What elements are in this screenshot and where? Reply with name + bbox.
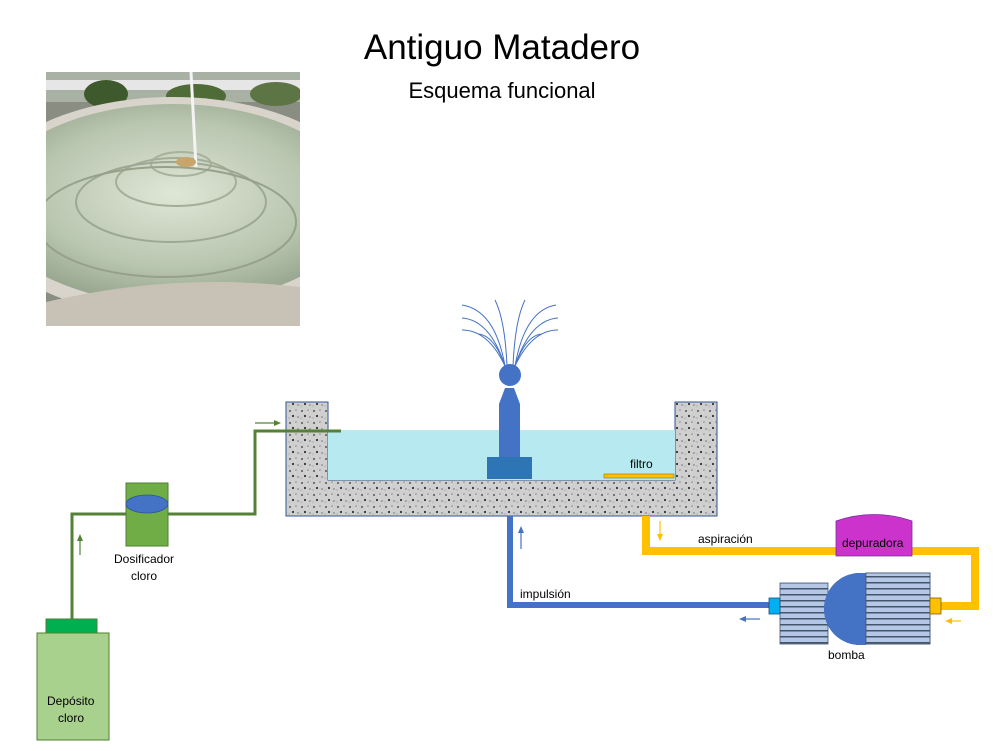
pump: bomba <box>768 572 942 662</box>
flow-arrow-pump-out <box>739 616 760 622</box>
depuradora-label: depuradora <box>842 536 904 550</box>
impulsion-pipe <box>507 516 770 608</box>
impulsion-label: impulsión <box>520 587 571 601</box>
aspiracion-label: aspiración <box>698 532 753 546</box>
flow-arrow-pump-in <box>945 618 961 624</box>
dosificador-label-2: cloro <box>131 569 157 583</box>
dosificador-label-1: Dosificador <box>114 552 174 566</box>
flow-arrow-chlorine-up <box>77 534 83 555</box>
page-subtitle: Esquema funcional <box>408 78 596 103</box>
fountain-photo <box>46 72 300 326</box>
dosificador-cloro: Dosificador cloro <box>114 482 174 583</box>
flow-arrow-aspiracion-down <box>657 521 663 541</box>
chlorine-pipe <box>70 429 341 619</box>
flow-arrow-impulsion-up <box>518 526 524 549</box>
fountain-nozzle <box>487 364 532 479</box>
page-title: Antiguo Matadero <box>363 28 641 67</box>
bomba-label: bomba <box>828 648 865 662</box>
deposito-label-1: Depósito <box>47 694 95 708</box>
filter <box>603 473 675 479</box>
water-jets <box>461 299 559 367</box>
depuradora: depuradora <box>835 514 913 557</box>
filtro-label: filtro <box>630 457 653 471</box>
deposito-cloro: Depósito cloro <box>36 618 110 741</box>
aspiracion-pipe <box>642 516 979 610</box>
flow-arrow-chlorine-right <box>255 420 281 426</box>
deposito-label-2: cloro <box>58 711 84 725</box>
